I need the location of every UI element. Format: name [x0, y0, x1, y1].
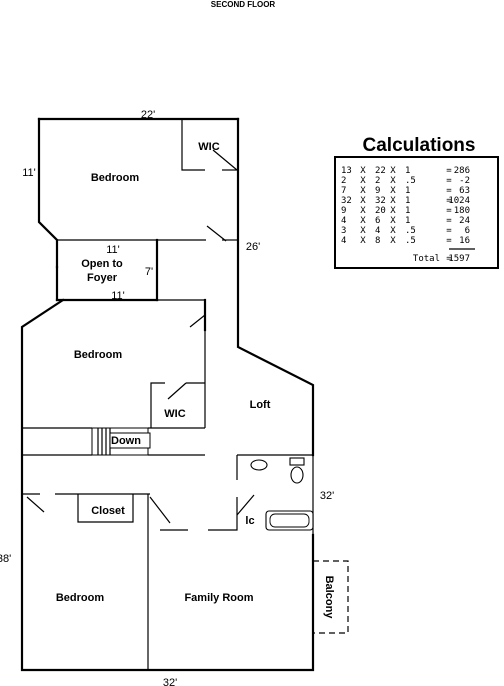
calc-equals: = — [446, 176, 452, 186]
balcony-outline — [313, 560, 349, 634]
stairs-label: Down — [111, 435, 141, 447]
calc-result-0: 286 — [454, 166, 470, 176]
dim-middle-right: 26' — [246, 241, 260, 253]
calc-equals: = — [446, 196, 452, 206]
calc-equals: = — [446, 206, 452, 216]
calc-operator: X — [360, 186, 366, 196]
calc-operator: X — [360, 166, 366, 176]
calc-operator: X — [360, 236, 366, 246]
calc-c-0: 1 — [405, 166, 410, 176]
calc-a-1: 2 — [341, 176, 346, 186]
calc-total-equals: = — [446, 254, 452, 264]
bedroom-top-label: Bedroom — [91, 172, 140, 184]
page-title: SECOND FLOOR — [211, 0, 276, 9]
calc-operator: X — [390, 196, 396, 206]
bathroom-fixtures — [250, 457, 314, 531]
calc-result-1: -2 — [459, 176, 470, 186]
calc-operator: X — [360, 226, 366, 236]
calc-b-2: 9 — [375, 186, 380, 196]
door-swings — [26, 149, 255, 524]
dim-open-side: 7' — [145, 266, 153, 278]
family-room-label: Family Room — [184, 592, 253, 604]
calc-result-3: 1024 — [448, 196, 470, 206]
calc-operator: X — [390, 166, 396, 176]
calc-total-value: 1597 — [448, 254, 470, 264]
calc-b-1: 2 — [375, 176, 380, 186]
calc-operator: X — [390, 226, 396, 236]
calc-b-0: 22 — [375, 166, 386, 176]
calc-a-7: 4 — [341, 236, 346, 246]
dim-top-left-height: 11' — [22, 167, 36, 179]
calc-equals: = — [446, 226, 452, 236]
calculations-title: Calculations — [363, 135, 476, 156]
calc-equals: = — [446, 186, 452, 196]
dim-bottom-width: 32' — [163, 677, 177, 686]
interior-walls — [22, 119, 314, 670]
calc-c-7: .5 — [405, 236, 416, 246]
calc-c-4: 1 — [405, 206, 410, 216]
calc-result-5: 24 — [459, 216, 470, 226]
calc-c-3: 1 — [405, 196, 410, 206]
dim-bath-right: 32' — [320, 490, 334, 502]
calc-b-6: 4 — [375, 226, 380, 236]
wic-middle-label: WIC — [164, 408, 185, 420]
calc-operator: X — [390, 176, 396, 186]
calc-equals: = — [446, 166, 452, 176]
balcony-label: Balcony — [323, 576, 335, 620]
open-to-foyer-line1: Open to — [81, 258, 123, 270]
calc-b-7: 8 — [375, 236, 380, 246]
calc-operator: X — [390, 206, 396, 216]
closet-label: Closet — [91, 505, 125, 517]
calc-result-6: 6 — [465, 226, 470, 236]
open-to-foyer-line2: Foyer — [87, 272, 118, 284]
calc-total-label: Total — [413, 254, 440, 264]
dim-top-width: 22' — [141, 109, 155, 121]
calc-operator: X — [390, 236, 396, 246]
calc-result-4: 180 — [454, 206, 470, 216]
calc-operator: X — [390, 186, 396, 196]
calc-a-4: 9 — [341, 206, 346, 216]
calc-equals: = — [446, 216, 452, 226]
wic-top-label: WIC — [198, 141, 219, 153]
calc-c-2: 1 — [405, 186, 410, 196]
calc-a-6: 3 — [341, 226, 346, 236]
calc-operator: X — [360, 196, 366, 206]
staircase — [91, 427, 151, 456]
calc-operator: X — [360, 216, 366, 226]
dim-left-height: 38' — [0, 553, 11, 565]
calc-result-2: 63 — [459, 186, 470, 196]
exterior-walls — [20, 117, 315, 672]
calc-b-4: 20 — [375, 206, 386, 216]
calc-operator: X — [360, 206, 366, 216]
laundry-label: lc — [245, 515, 254, 527]
dim-open-bottom: 11' — [111, 290, 125, 302]
calc-c-5: 1 — [405, 216, 410, 226]
calc-a-0: 13 — [341, 166, 352, 176]
calc-c-6: .5 — [405, 226, 416, 236]
calc-operator: X — [360, 176, 366, 186]
bedroom-middle-label: Bedroom — [74, 349, 123, 361]
calc-a-2: 7 — [341, 186, 346, 196]
calc-equals: = — [446, 236, 452, 246]
calc-a-3: 32 — [341, 196, 352, 206]
loft-label: Loft — [250, 399, 271, 411]
dim-open-top: 11' — [106, 244, 120, 256]
calc-b-3: 32 — [375, 196, 386, 206]
calc-c-1: .5 — [405, 176, 416, 186]
calc-a-5: 4 — [341, 216, 346, 226]
calc-operator: X — [390, 216, 396, 226]
calc-result-7: 16 — [459, 236, 470, 246]
calc-b-5: 6 — [375, 216, 380, 226]
bedroom-bottom-label: Bedroom — [56, 592, 105, 604]
